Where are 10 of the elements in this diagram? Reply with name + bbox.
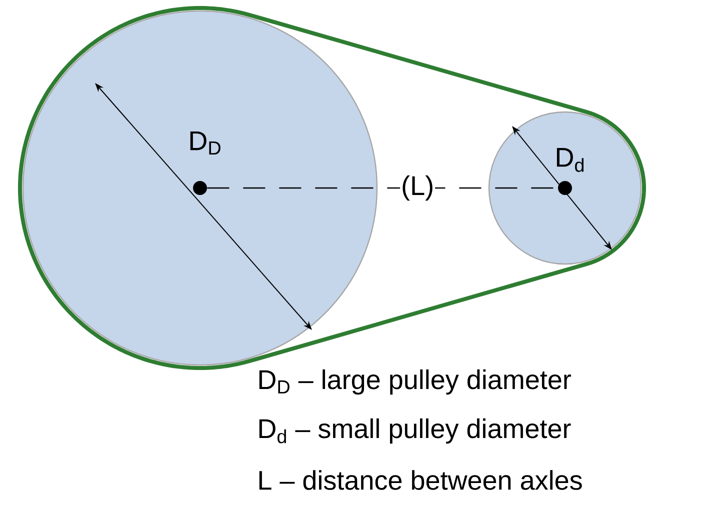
axle-dot xyxy=(193,181,207,195)
axle-dot xyxy=(558,181,572,195)
diameter-label: D$_{d}$ xyxy=(556,148,584,172)
legend-text: D$_{d}$ – small pulley diameter xyxy=(259,418,571,444)
legend-text: D$_{D}$ – large pulley diameter xyxy=(259,369,571,395)
diameter-label: D$_{D}$ xyxy=(190,132,220,154)
pulley-circle xyxy=(488,111,642,265)
legend-text: L – distance between axles xyxy=(259,470,582,490)
edge-label: (L) xyxy=(402,175,432,201)
pulley-circle xyxy=(22,10,378,366)
